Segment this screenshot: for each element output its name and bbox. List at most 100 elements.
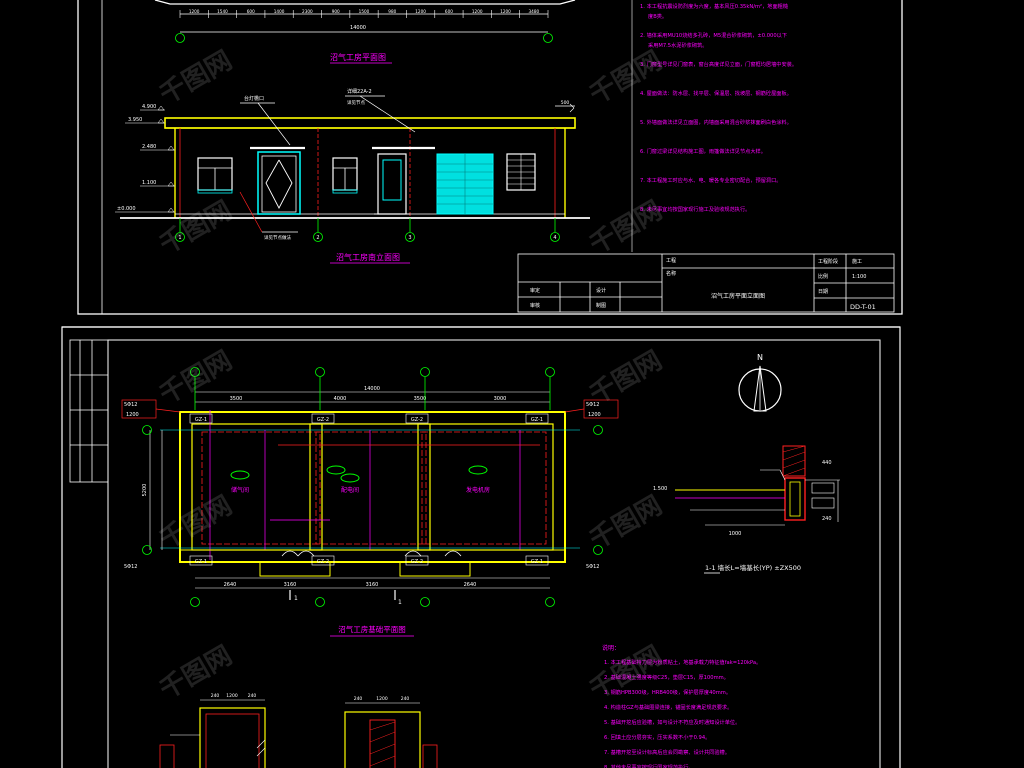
design-note-2-cont: 采用M7.5水泥砂浆砌筑。 [648, 41, 707, 49]
column-tag-1: GZ-1 [195, 417, 207, 423]
design-note-7: 7. 本工程施工时应与水、电、暖各专业密切配合，预留洞口。 [640, 176, 781, 184]
bot-dim-2: 1200 [226, 693, 238, 699]
section-caption: 1-1 墙长L=墙基长(YP) ±ZX500 [705, 563, 801, 572]
detail-dim-2: 440 [822, 460, 832, 466]
elev-grid-2: 2 [316, 235, 319, 241]
level-3: 2.480 [142, 144, 156, 150]
overall-dimension: 14000 [350, 25, 366, 31]
side-tag-tr2: 1200 [588, 412, 601, 418]
watermark-1: 千图网 [155, 46, 238, 111]
design-note-2: 2. 墙体采用MU10烧结多孔砖，M5混合砂浆砌筑，±0.000以下 [640, 31, 787, 39]
bottom-partial-details [159, 699, 438, 768]
design-note-4: 4. 屋面做法：防水层、找平层、保温层、找坡层、钢筋砼屋面板。 [640, 89, 792, 97]
column-tag-7: GZ-2 [411, 559, 423, 565]
design-note-8: 8. 未尽事宜均按国家现行施工及验收规范执行。 [640, 205, 750, 213]
callout-right-dim: 500 [561, 100, 570, 106]
side-tag-tr: 5Φ12 [586, 402, 599, 408]
structural-note-5: 5. 基础开挖后应验槽，如与设计不符应及时通知设计单位。 [604, 718, 740, 726]
watermarks: 千图网千图网千图网千图网千图网千图网千图网千图网千图网千图网 [155, 46, 668, 706]
watermark-3: 千图网 [155, 196, 238, 261]
callout-center: 详细22A-2 [347, 88, 372, 95]
elev-dim-5: 2300 [302, 9, 313, 14]
tb-project-label: 工程 [666, 257, 676, 264]
structural-note-3: 3. 钢筋HPB300级，HRB400级，保护层厚度40mm。 [604, 688, 731, 696]
elev-grid-1: 1 [178, 235, 181, 241]
column-tag-6: GZ-2 [317, 559, 329, 565]
column-tag-5: GZ-1 [195, 559, 207, 565]
side-tag-bl: 5Φ12 [124, 564, 137, 570]
watermark-4: 千图网 [585, 196, 668, 261]
structural-note-6: 6. 回填土应分层夯实，压实系数不小于0.94。 [604, 733, 710, 741]
design-note-1-cont: 度B类。 [648, 12, 667, 20]
structural-note-7: 7. 基槽开挖至设计标高后应会同勘察、设计共同验槽。 [604, 748, 730, 756]
bot-dim-3: 240 [248, 693, 257, 699]
detail-dim-4: 1.500 [653, 486, 667, 492]
elevation-grid-axes [175, 218, 560, 242]
design-note-3: 3. 门窗型号详见门窗表，窗台高度详见立面，门窗框均居墙中安装。 [640, 60, 797, 68]
level-2: 3.950 [128, 117, 142, 123]
s2-notes-title: 说明： [602, 644, 620, 652]
side-tag-tl2: 1200 [126, 412, 139, 418]
tb-scale-value: 1:100 [852, 274, 866, 280]
level-4: 1.100 [142, 180, 156, 186]
column-tag-8: GZ-1 [531, 559, 543, 565]
bot-dim-6: 240 [401, 696, 410, 702]
watermark-8: 千图网 [585, 491, 668, 556]
elev-dim-10: 600 [445, 9, 453, 14]
elev-grid-4: 4 [553, 235, 556, 241]
elev-dim-11: 1200 [472, 9, 483, 14]
structural-notes: 1. 本工程基础持力层为粉质粘土，地基承载力特征值fak=120kPa。2. 基… [604, 658, 761, 768]
detail-dim-3: 240 [822, 516, 832, 522]
s2-dim-bot-1: 2640 [224, 582, 237, 588]
cut-mark-1-num: 1 [294, 595, 298, 602]
plan-title: 沼气工房平面图 [330, 52, 386, 62]
bot-dim-4: 240 [354, 696, 363, 702]
s2-plan-title: 沼气工房基础平面图 [338, 624, 406, 634]
plan-top-remnant [154, 0, 576, 33]
s2-dim-bot-2: 3160 [284, 582, 297, 588]
cut-mark-2-num: 1 [398, 599, 402, 606]
s2-dim-top-1: 3500 [230, 396, 243, 402]
s2-dim-side: 5200 [142, 484, 148, 497]
s2-dim-top-3: 3500 [414, 396, 427, 402]
tb-drawing-name: 沼气工房平面立面图 [711, 292, 765, 300]
foundation-plan [160, 410, 580, 577]
tb-draw: 制图 [596, 302, 606, 309]
north-arrow: N [738, 353, 782, 412]
tb-stage-value: 施工 [852, 258, 862, 265]
structural-note-8: 8. 其他未尽事宜按现行国家规范执行。 [604, 763, 694, 768]
south-elevation: 台灯檐口 详细22A-2 详见节点 详见节点做法 500 [120, 88, 590, 241]
callout-bottom: 详见节点做法 [264, 234, 291, 241]
elev-dim-7: 1500 [359, 9, 370, 14]
s2-overall-dim: 14000 [364, 386, 380, 392]
column-tag-2: GZ-2 [317, 417, 329, 423]
bot-dim-5: 1200 [376, 696, 388, 702]
sheet-1-frame [77, 0, 903, 315]
north-label: N [757, 353, 763, 362]
elev-dim-2: 1540 [217, 9, 228, 14]
s2-dim-top-4: 3000 [494, 396, 507, 402]
column-tag-3: GZ-2 [411, 417, 423, 423]
sheet-2-frame [61, 326, 901, 768]
detail-dim-1: 1000 [729, 531, 742, 537]
tb-scale-label: 比例 [818, 273, 828, 280]
level-5: ±0.000 [117, 206, 136, 212]
elev-dim-3: 600 [247, 9, 255, 14]
s2-dim-bot-3: 3160 [366, 582, 379, 588]
column-tag-4: GZ-1 [531, 417, 543, 423]
level-markers: 4.900 3.950 2.480 1.100 ±0.000 [115, 104, 175, 213]
tb-project-name: 名称 [666, 270, 676, 277]
room-label-1: 储气间 [231, 486, 249, 494]
sheet-2: 14000 3500 4000 3500 3000 [61, 326, 901, 768]
s2-dim-bot-4: 2640 [464, 582, 477, 588]
elev-dim-6: 900 [332, 9, 340, 14]
design-notes: 1. 本工程抗震设防烈度为六度，基本风压0.35kN/m²，地面粗糙度B类。2.… [640, 2, 797, 213]
watermark-6: 千图网 [585, 346, 668, 411]
elev-dim-12: 1200 [500, 9, 511, 14]
side-tag-tl: 5Φ12 [124, 402, 137, 408]
elevation-title: 沼气工房南立面图 [336, 252, 400, 262]
room-label-2: 配电间 [341, 486, 359, 494]
watermark-5: 千图网 [155, 346, 238, 411]
